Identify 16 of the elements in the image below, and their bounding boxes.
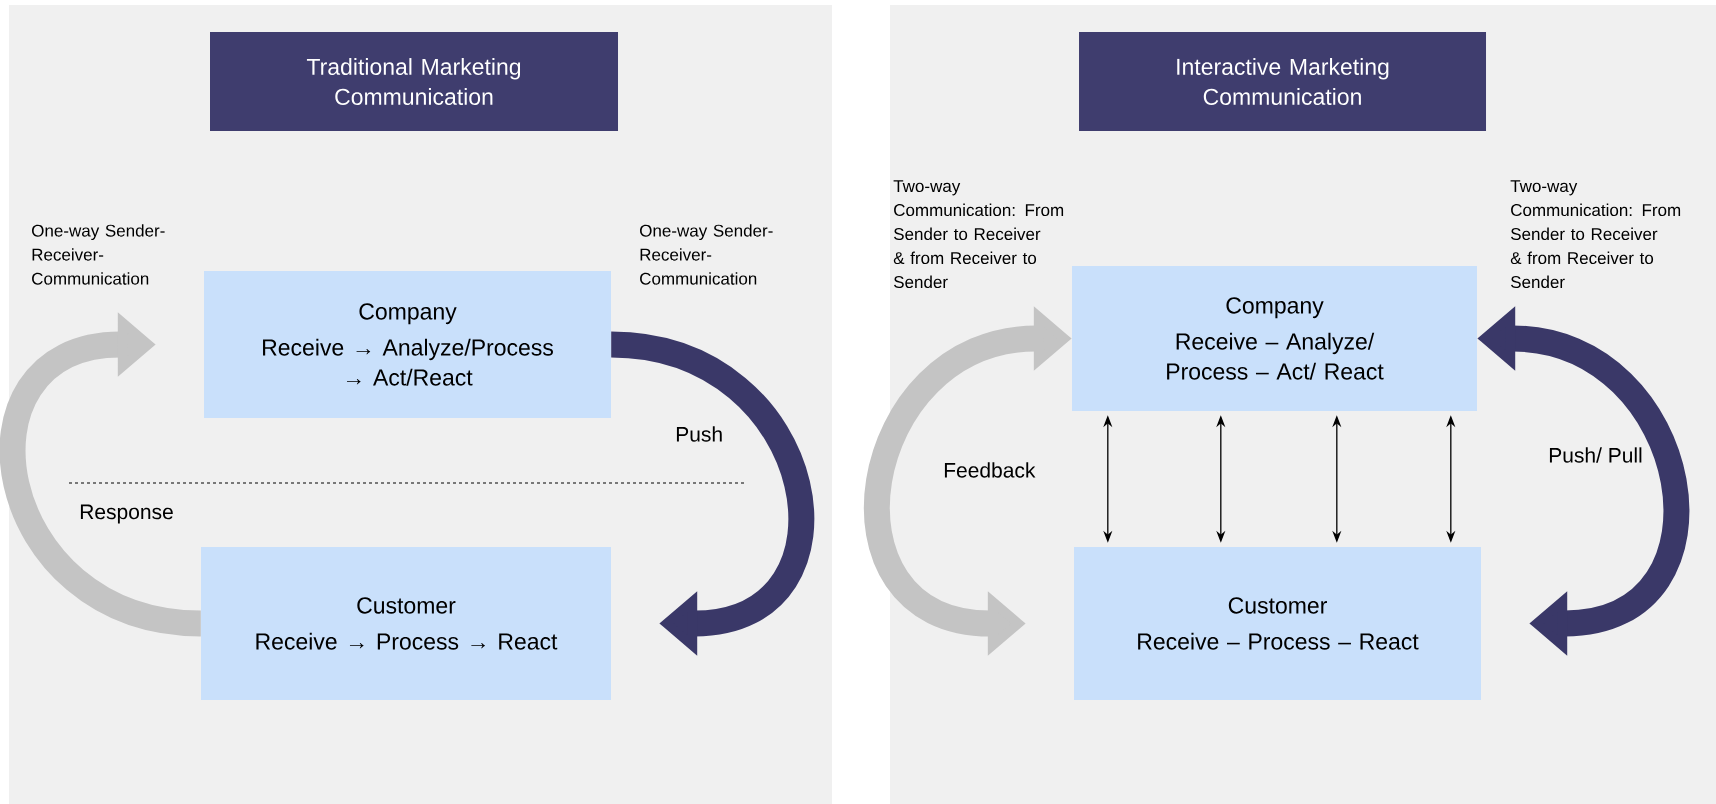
title-box: Traditional Marketing Communication xyxy=(210,32,618,131)
note-text: One-way Sender-Receiver-Communication xyxy=(640,224,773,285)
curved-arrow xyxy=(0,312,203,637)
process-box: Customer Receive → Process → React xyxy=(201,547,611,700)
process-box: Customer Receive – Process – React xyxy=(1074,547,1481,700)
note-text: Two-way Communication: From Sender to Receiver & from Receiver to Sender xyxy=(1510,180,1681,289)
edge-label: Push xyxy=(673,424,726,444)
curved-arrow xyxy=(609,331,815,656)
title-box: Interactive Marketing Communication xyxy=(1079,32,1486,131)
process-box: Company Receive → Analyze/Process → Act/React xyxy=(204,271,611,418)
edge-label: Response xyxy=(77,502,176,526)
edge-label: Feedback xyxy=(941,460,1038,480)
edge-label: Push/ Pull xyxy=(1546,445,1645,465)
note-text: Two-way Communication: From Sender to Receiver & from Receiver to Sender xyxy=(893,180,1064,289)
process-box: Company Receive – Analyze/ Process – Act/ React xyxy=(1072,266,1477,411)
note-text: One-way Sender-Receiver-Communication xyxy=(32,224,165,285)
